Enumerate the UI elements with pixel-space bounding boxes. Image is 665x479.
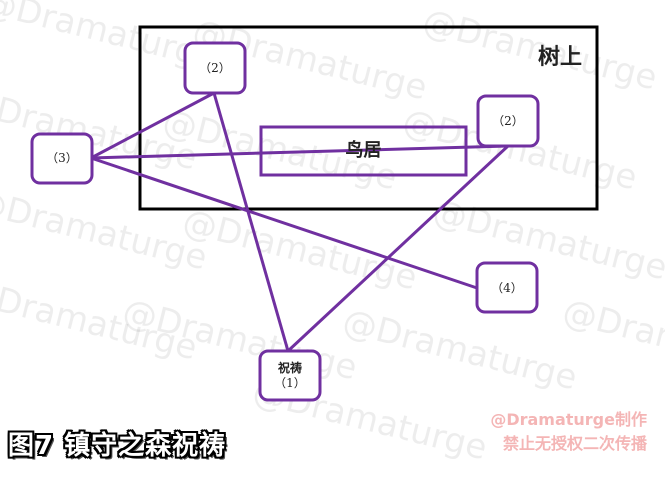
node-4-label: （4）	[491, 281, 523, 295]
edge-2a-1	[212, 92, 290, 352]
node-1-label: （1）	[274, 376, 306, 390]
credit-line-2: 禁止无授权二次传播	[502, 434, 647, 453]
node-3-label: （3）	[46, 151, 78, 165]
credit-block: @Dramaturge制作 禁止无授权二次传播	[490, 408, 647, 456]
edge-2a-3	[90, 91, 215, 160]
edges	[90, 91, 510, 353]
node-2b-label: （2）	[492, 114, 524, 128]
node-2a-label: （2）	[199, 61, 231, 75]
credit-line-1: @Dramaturge制作	[490, 410, 647, 429]
edge-3-4	[90, 156, 478, 290]
edge-3-2b	[90, 144, 509, 160]
torii-label: 鸟居	[345, 140, 382, 161]
node-3-box	[30, 132, 94, 185]
torii-box	[259, 125, 468, 177]
tree-region-label: 树上	[538, 44, 583, 70]
figure-caption: 图7 镇守之森祝祷	[8, 431, 227, 461]
edge-2b-1	[286, 144, 510, 353]
tree-region-box	[138, 25, 599, 211]
node-1-title: 祝祷	[277, 361, 302, 375]
node-2b-box	[476, 94, 540, 148]
node-4-box	[475, 261, 539, 314]
node-1-box	[258, 349, 322, 402]
node-2a-box	[183, 41, 247, 95]
